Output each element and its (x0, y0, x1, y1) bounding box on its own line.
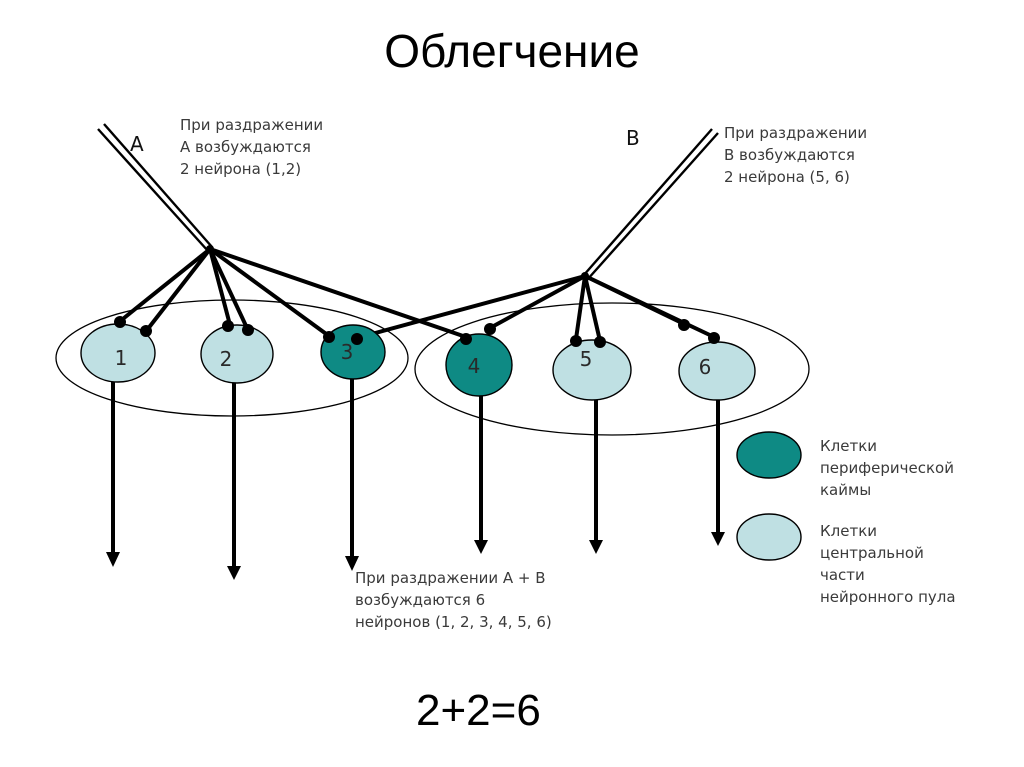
note-ab-line: нейронов (1, 2, 3, 4, 5, 6) (355, 613, 552, 631)
legend-central-line: Клетки (820, 522, 878, 540)
neuron-2-label: 2 (219, 347, 233, 371)
note-ab-line: При раздражении А + В (355, 569, 546, 587)
note-a: При раздражении А возбуждаются 2 нейрона… (180, 114, 323, 180)
slide-title: Облегчение (384, 25, 640, 77)
neuron-5 (552, 339, 632, 401)
note-b-line: При раздражении (724, 124, 868, 142)
legend-peripheral-line: Клетки (820, 437, 878, 455)
legend-peripheral-line: каймы (820, 481, 872, 499)
note-b: При раздражении В возбуждаются 2 нейрона… (724, 122, 867, 188)
pool-b-boundary (414, 302, 810, 436)
neuron-6-label: 6 (698, 355, 712, 379)
legend-peripheral-line: периферической (820, 459, 954, 477)
legend-peripheral-text: Клетки периферической каймы (820, 435, 954, 501)
legend-central-line: центральной (820, 544, 924, 562)
legend-central-line: нейронного пула (820, 588, 956, 606)
formula: 2+2=6 (416, 686, 541, 735)
neuron-1-label: 1 (114, 346, 128, 370)
neuron-2 (200, 324, 274, 384)
input-b-letter: B (626, 126, 640, 150)
input-fiber-a (97, 128, 209, 252)
neuron-3-label: 3 (340, 340, 354, 364)
branches-b (356, 274, 715, 342)
note-a-line: А возбуждаются (180, 138, 311, 156)
legend-central-line: части (820, 566, 865, 584)
legend-central-text: Клетки центральной части нейронного пула (820, 520, 956, 608)
note-a-line: При раздражении (180, 116, 324, 134)
output-axons (111, 379, 720, 566)
note-ab-line: возбуждаются 6 (355, 591, 486, 609)
input-fiber-b (582, 128, 713, 277)
branches-a (122, 247, 467, 339)
neuron-5-label: 5 (579, 347, 593, 371)
note-b-line: В возбуждаются (724, 146, 855, 164)
input-a-letter: A (130, 132, 144, 156)
legend-central-swatch (736, 513, 802, 561)
axon-arrowheads (106, 532, 725, 580)
legend-peripheral-swatch (736, 431, 802, 479)
neuron-4-label: 4 (467, 354, 481, 378)
note-b-line: 2 нейрона (5, 6) (724, 168, 850, 186)
note-ab: При раздражении А + В возбуждаются 6 ней… (355, 567, 552, 633)
synapse-dots (114, 245, 720, 348)
note-a-line: 2 нейрона (1,2) (180, 160, 302, 178)
